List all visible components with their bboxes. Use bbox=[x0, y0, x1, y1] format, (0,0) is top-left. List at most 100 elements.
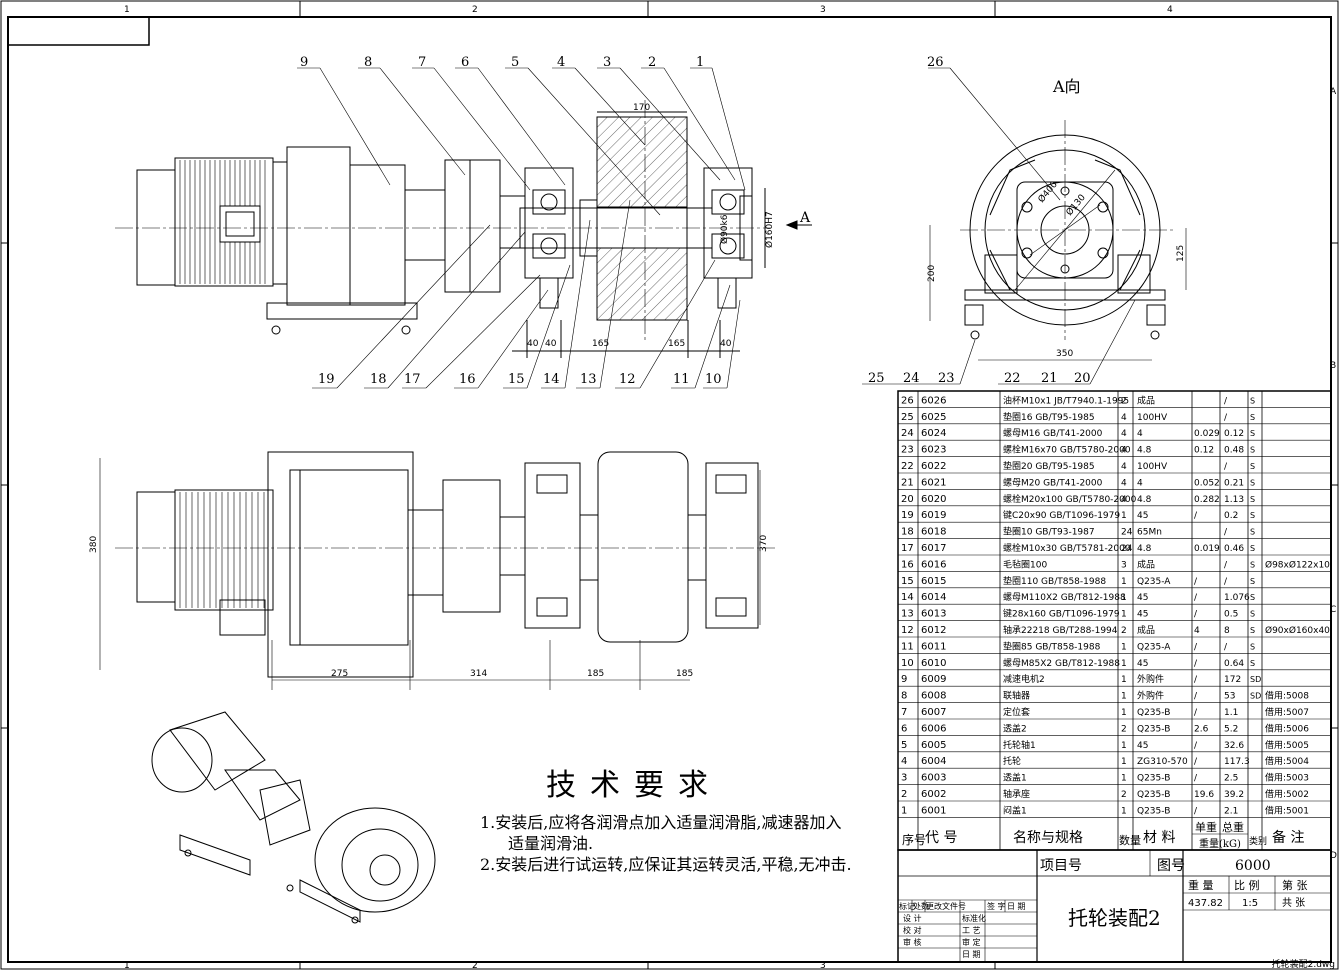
dim-40c: 40 bbox=[720, 339, 732, 349]
balloon-16: 16 bbox=[459, 372, 476, 387]
zone-top-4: 4 bbox=[1167, 5, 1173, 15]
bom-cell-material: ZG310-570 bbox=[1137, 757, 1188, 767]
technical-requirements: 技术要求 1.安装后,应将各润滑点加入适量润滑脂,减速器加入 适量润滑油. 2.… bbox=[480, 760, 900, 875]
roller-top-section bbox=[596, 116, 688, 208]
balloon-6: 6 bbox=[461, 55, 469, 70]
zone-labels: 1 2 3 4 1 2 3 A B C D bbox=[124, 5, 1337, 970]
bom-cell-code: 6014 bbox=[921, 592, 946, 603]
bom-cell-remark: Ø98xØ122x10 bbox=[1265, 559, 1330, 570]
bom-cell-code: 6004 bbox=[921, 756, 946, 767]
view-arrow-label: A bbox=[799, 210, 811, 226]
bom-cell-no: 11 bbox=[901, 641, 914, 652]
zone-side-c: C bbox=[1330, 605, 1336, 615]
drawing-title: 托轮装配2 bbox=[1068, 906, 1161, 930]
signoff-approve: 审 定 bbox=[962, 937, 981, 947]
bom-cell-remark: 借用:5006 bbox=[1265, 722, 1309, 734]
bom-cell-qty: 1 bbox=[1121, 692, 1127, 702]
balloon-2: 2 bbox=[648, 55, 656, 70]
zone-side-a: A bbox=[1330, 87, 1337, 97]
bom-cell-code: 6025 bbox=[921, 412, 946, 423]
bom-cell-total: 172 bbox=[1224, 675, 1241, 685]
balloon-1: 1 bbox=[696, 55, 704, 70]
front-left-housing bbox=[524, 462, 581, 629]
bom-cell-name: 轴承22218 GB/T288-1994 bbox=[1003, 624, 1118, 636]
bom-cell-name: 螺母M85X2 GB/T812-1988 bbox=[1003, 658, 1120, 669]
bom-cell-qty: 1 bbox=[1121, 577, 1127, 587]
front-view bbox=[99, 451, 775, 690]
balloon-19: 19 bbox=[318, 372, 335, 387]
tech-item-1: 1.安装后,应将各润滑点加入适量润滑脂,减速器加入 bbox=[480, 813, 842, 832]
bom-cell-material: Q235-A bbox=[1137, 577, 1171, 587]
front-view-dims: 380 370 275 314 185 185 bbox=[89, 535, 769, 679]
bom-cell-qty: 1 bbox=[1121, 511, 1127, 521]
dim-185b: 185 bbox=[676, 669, 693, 679]
bom-cell-no: 21 bbox=[901, 477, 914, 488]
signoff-date2: 日 期 bbox=[962, 950, 981, 959]
bom-cell-cat: S bbox=[1250, 396, 1255, 405]
iso-view bbox=[151, 711, 436, 924]
bom-cell-total: 0.5 bbox=[1224, 610, 1238, 620]
bom-cell-code: 6010 bbox=[921, 658, 946, 669]
side-view bbox=[928, 67, 1187, 361]
bom-cell-name: 毛毡圈100 bbox=[1003, 558, 1047, 570]
scale-value: 1:5 bbox=[1242, 898, 1258, 909]
bom-header-category: 类别 bbox=[1249, 835, 1267, 847]
bom-cell-material: 100HV bbox=[1137, 462, 1168, 472]
bom-cell-qty: 1 bbox=[1121, 593, 1127, 603]
bom-cell-unit: 0.052 bbox=[1194, 478, 1220, 488]
signoff-design: 设 计 bbox=[903, 913, 922, 923]
bom-cell-cat: S bbox=[1250, 462, 1255, 471]
roller-bottom-section bbox=[596, 247, 688, 321]
dim-185a: 185 bbox=[587, 669, 604, 679]
bom-cell-no: 15 bbox=[901, 576, 914, 587]
signoff-standard: 标准化 bbox=[962, 913, 986, 923]
signoff-process: 工 艺 bbox=[962, 926, 981, 935]
dim-380: 380 bbox=[89, 536, 99, 553]
table-balloons: 25 24 23 22 21 20 bbox=[868, 371, 1091, 386]
bom-cell-total: / bbox=[1224, 396, 1228, 406]
front-coupling bbox=[442, 479, 501, 613]
bom-header-code: 代 号 bbox=[925, 830, 957, 846]
bom-cell-qty: 4 bbox=[1121, 446, 1127, 456]
bom-cell-unit: / bbox=[1194, 741, 1198, 751]
dim-90k6: Ø90k6 bbox=[719, 214, 730, 244]
bom-cell-name: 定位套 bbox=[1003, 706, 1030, 718]
bom-cell-name: 螺栓M16x70 GB/T5780-2000 bbox=[1003, 444, 1131, 456]
bom-cell-material: 45 bbox=[1137, 741, 1148, 751]
bom-cell-total: / bbox=[1224, 577, 1228, 587]
bom-cell-material: 45 bbox=[1137, 659, 1148, 669]
bom-cell-qty: 4 bbox=[1121, 413, 1127, 423]
bom-cell-unit: 2.6 bbox=[1194, 724, 1209, 734]
tech-title: 技术要求 bbox=[546, 768, 722, 803]
bom-cell-total: 0.2 bbox=[1224, 511, 1238, 521]
right-pedestal bbox=[1117, 254, 1151, 294]
balloon-5: 5 bbox=[511, 55, 519, 70]
bom-cell-qty: 4 bbox=[1121, 478, 1127, 488]
balloon-3: 3 bbox=[603, 55, 611, 70]
bom-cell-unit: / bbox=[1194, 757, 1198, 767]
bom-cell-code: 6016 bbox=[921, 559, 946, 570]
scale-label: 比 例 bbox=[1234, 878, 1260, 892]
tech-item-1-cont: 适量润滑油. bbox=[508, 834, 594, 853]
dim-170: 170 bbox=[633, 103, 650, 113]
bom-cell-qty: 1 bbox=[1121, 774, 1127, 784]
zone-top-3: 3 bbox=[820, 5, 826, 15]
bom-cell-material: 外购件 bbox=[1137, 673, 1164, 685]
bom-cell-name: 垫圈85 GB/T858-1988 bbox=[1003, 640, 1101, 652]
bom-cell-code: 6018 bbox=[921, 527, 946, 538]
motor-base bbox=[266, 302, 418, 320]
bom-header-unit: 单重 bbox=[1195, 820, 1217, 834]
bom-cell-remark: 借用:5008 bbox=[1265, 690, 1309, 702]
gearbox-flange bbox=[286, 146, 351, 306]
bom-cell-qty: 4 bbox=[1121, 462, 1127, 472]
zone-top-2: 2 bbox=[472, 5, 478, 15]
